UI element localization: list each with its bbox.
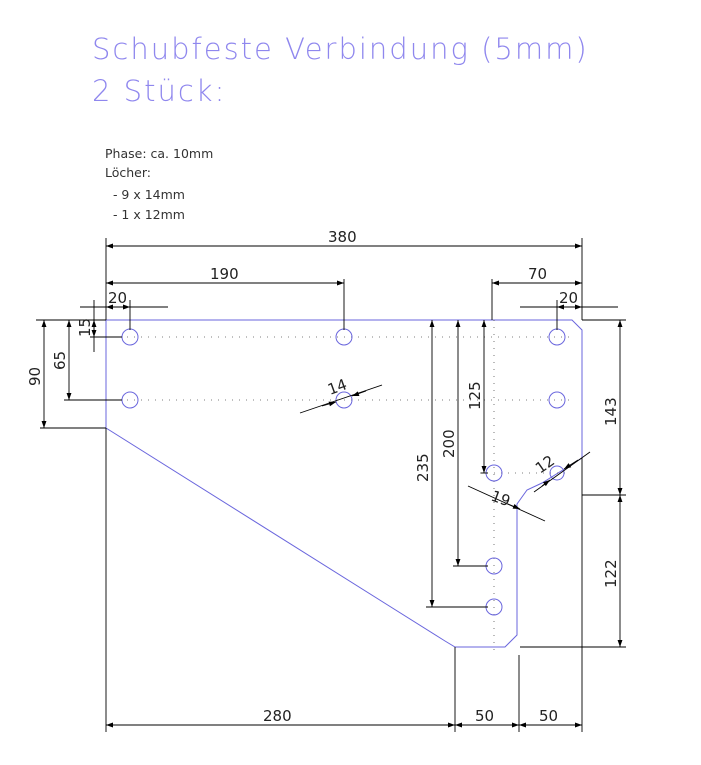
hole (335, 391, 353, 409)
note-holes-12mm: - 1 x 12mm (105, 207, 185, 222)
dim-143: 143 (602, 397, 620, 426)
note-phase: Phase: ca. 10mm (105, 146, 214, 161)
dim-19: 19 (489, 487, 513, 510)
hole (548, 391, 566, 409)
dim-65: 65 (51, 351, 69, 370)
dim-15: 15 (76, 318, 94, 337)
dim-20-right: 20 (559, 289, 578, 307)
drawing-title-line1: Schubfeste Verbindung (5mm) (92, 32, 589, 66)
dim-12: 12 (532, 452, 558, 478)
hole (121, 328, 139, 346)
dimension-lines (36, 238, 626, 732)
hole (549, 465, 565, 481)
dim-122: 122 (602, 559, 620, 588)
dim-235: 235 (414, 453, 432, 482)
dim-200: 200 (440, 429, 458, 458)
dim-280: 280 (263, 707, 292, 725)
dim-50-left: 50 (475, 707, 494, 725)
dim-190: 190 (210, 265, 239, 283)
dim-90: 90 (26, 367, 44, 386)
part-outline (105, 319, 583, 648)
note-holes-heading: Löcher: (105, 165, 152, 180)
dim-20-left: 20 (108, 289, 127, 307)
centerlines (120, 320, 570, 650)
hole (548, 328, 566, 346)
drawing-title-line2: 2 Stück: (92, 74, 227, 108)
dim-380: 380 (328, 228, 357, 246)
dim-125: 125 (466, 381, 484, 410)
holes (121, 328, 566, 616)
hole (121, 391, 139, 409)
dim-70: 70 (528, 265, 547, 283)
dim-50-right: 50 (539, 707, 558, 725)
note-holes-14mm: - 9 x 14mm (105, 187, 185, 202)
dim-14: 14 (325, 375, 349, 398)
